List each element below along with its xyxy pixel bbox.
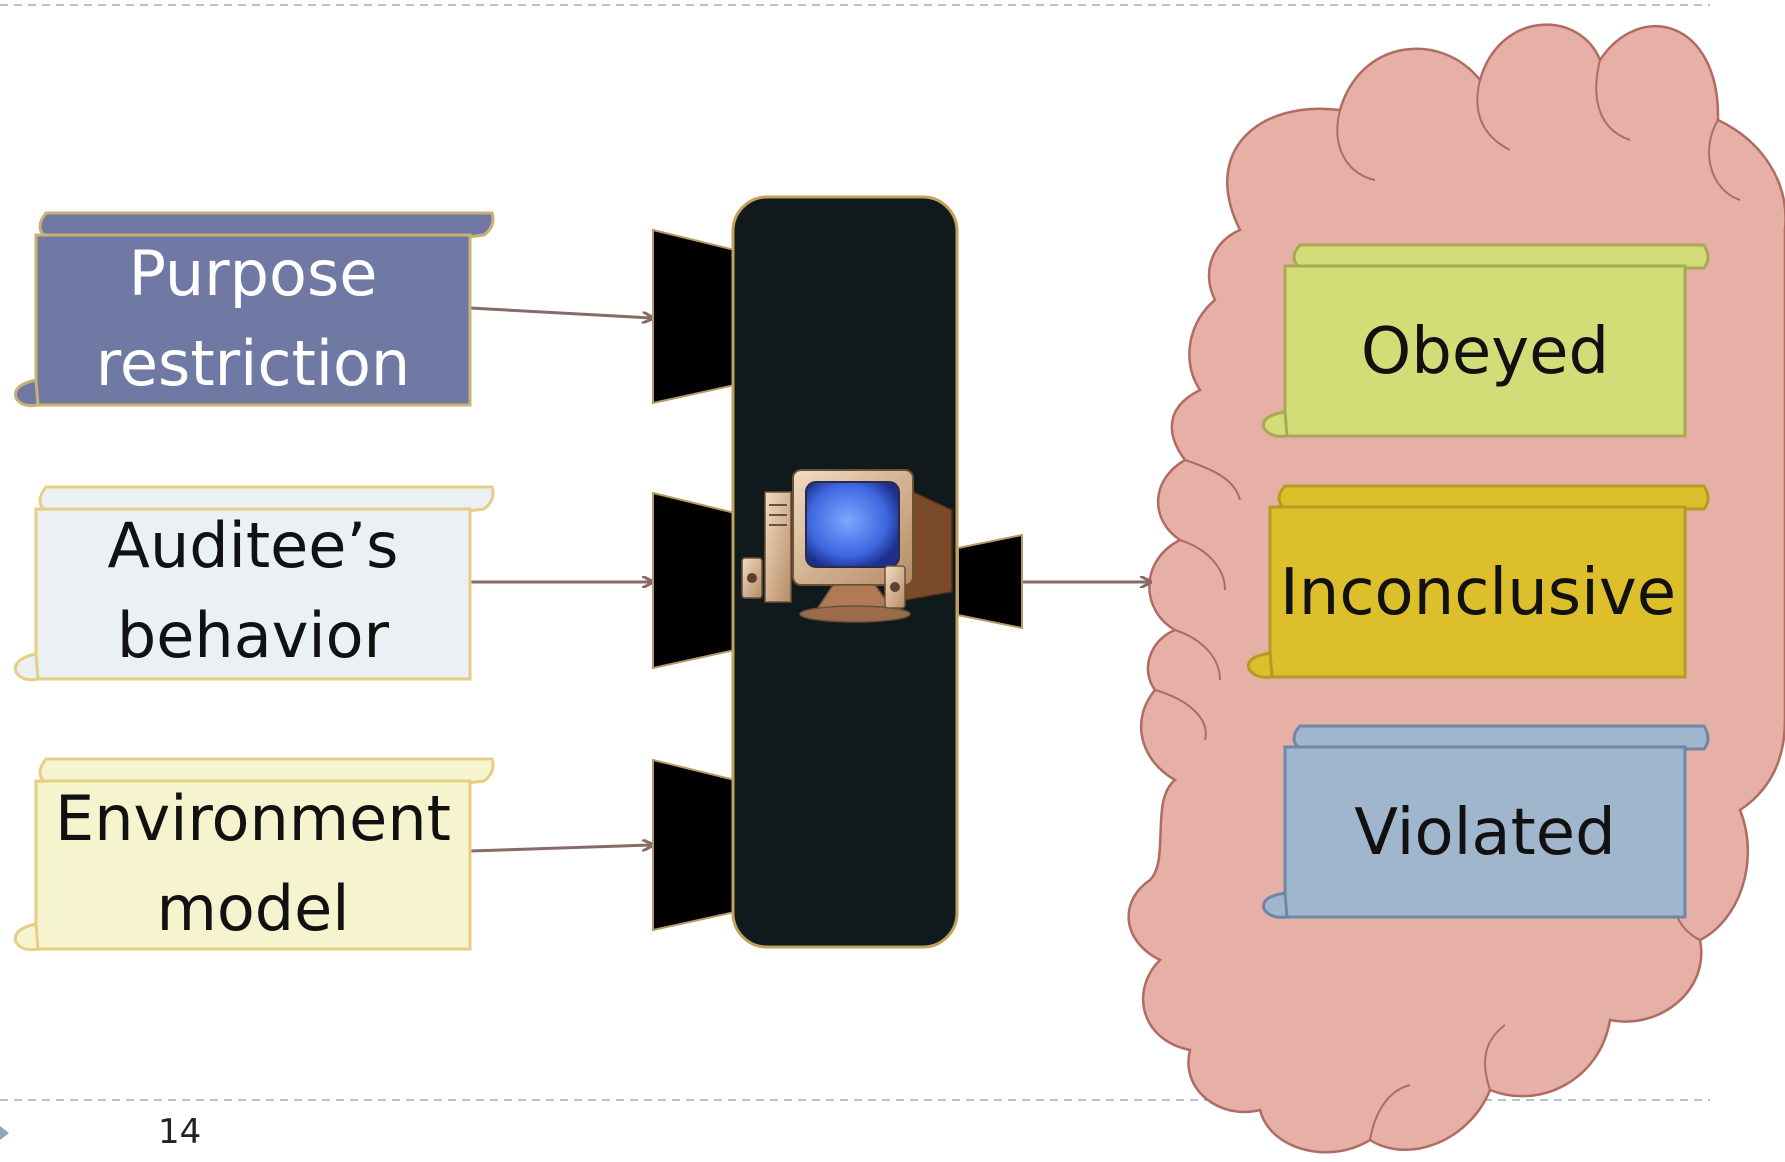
input-scroll-environment-model: Environment model [13,757,495,952]
page-number: 14 [158,1112,202,1152]
result-scroll-obeyed: Obeyed [1261,243,1710,438]
input-label-line2: behavior [117,599,390,672]
arrow-purpose-to-machine [469,306,652,318]
result-label: Violated [1354,796,1615,870]
input-label-line2: model [156,872,349,945]
input-scroll-auditees-behavior: Auditee’s behavior [13,485,495,682]
input-label-line1: Purpose [129,237,378,310]
result-label: Obeyed [1361,315,1609,389]
input-funnel-3 [652,758,736,932]
input-label-line1: Environment [55,782,451,855]
computer-icon [741,469,953,623]
result-label: Inconclusive [1280,556,1676,630]
slide-bullet-icon [0,1126,9,1140]
result-scroll-inconclusive: Inconclusive [1246,484,1710,679]
input-label-line1: Auditee’s [108,509,399,582]
result-scroll-violated: Violated [1261,724,1710,919]
input-funnel-2 [652,491,736,670]
input-scroll-purpose-restriction: Purpose restriction [13,211,495,408]
arrow-environment-to-machine [469,845,652,853]
output-funnel [957,533,1023,630]
input-funnel-1 [652,228,736,405]
input-label-line2: restriction [96,327,410,400]
